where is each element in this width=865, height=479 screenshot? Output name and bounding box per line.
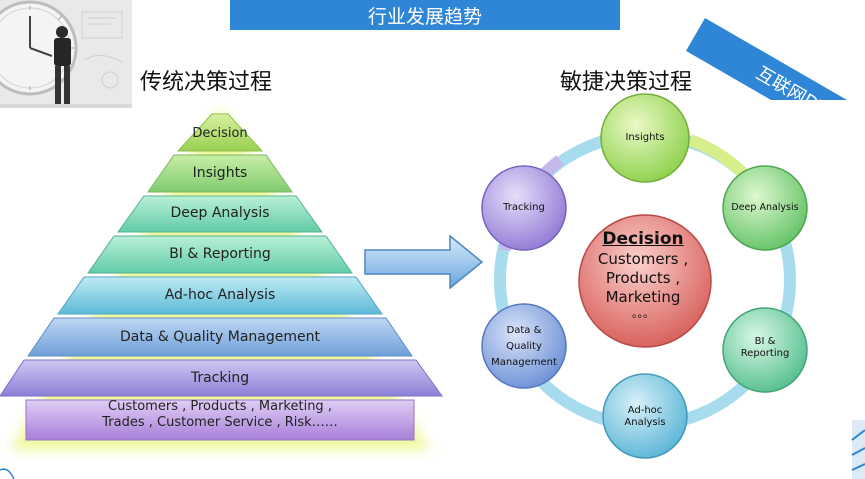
node-deep-analysis: [722, 165, 808, 251]
node-bi-reporting: [722, 307, 808, 393]
corner-decoration-left: [0, 468, 15, 479]
pyramid-tier-base: [25, 399, 415, 441]
page-title: 行业发展趋势: [367, 5, 482, 28]
clock-man-illustration: [0, 0, 132, 108]
node-label-dq-line2: Quality: [506, 341, 542, 352]
agile-process-heading: 敏捷决策过程: [560, 70, 693, 95]
node-data-quality: [481, 303, 567, 389]
traditional-process-heading: 传统决策过程: [140, 70, 273, 95]
pyramid-label-bi-reporting: BI & Reporting: [169, 246, 271, 262]
decision-line-customers: Customers ,: [597, 250, 689, 268]
pyramid-label-base-line1: Customers , Products , Marketing ,: [108, 399, 332, 414]
decision-center-node: [578, 214, 712, 348]
pyramid-label-insights: Insights: [192, 165, 248, 181]
pyramid-tier-decision: [176, 113, 264, 152]
decision-title: Decision: [602, 229, 684, 249]
node-label-dq-line1: Data &: [506, 325, 542, 336]
node-adhoc-analysis: [602, 373, 688, 459]
pyramid-tier-data-quality: [27, 317, 413, 357]
pyramid-tier-bi-reporting: [87, 235, 353, 274]
pyramid-tier-adhoc: [57, 276, 383, 315]
node-label-adhoc-line1: Ad-hoc: [627, 405, 663, 416]
node-label-bi-line1: BI &: [754, 336, 776, 347]
decision-center-label: Decision Customers , Products , Marketin…: [578, 228, 708, 321]
decision-line-products: Products ,: [605, 269, 681, 287]
decision-line-marketing: Marketing: [605, 288, 681, 306]
pyramid-label-adhoc: Ad-hoc Analysis: [164, 287, 276, 303]
pyramid-label-decision: Decision: [192, 126, 248, 141]
pyramid-tier-insights: [147, 154, 293, 193]
node-label-insights: Insights: [625, 132, 665, 143]
node-label-bi-line2: Reporting: [740, 348, 790, 359]
pyramid-tier-deep-analysis: [117, 195, 323, 233]
pyramid-label-base-line2: Trades , Customer Service , Risk……: [102, 415, 338, 430]
node-insights: [600, 93, 690, 183]
clock-man-image: [0, 0, 132, 108]
node-label-tracking: Tracking: [503, 202, 545, 213]
pyramid-label-tracking: Tracking: [190, 370, 250, 386]
pyramid-tier-tracking: [0, 359, 443, 397]
pyramid-label-deep-analysis: Deep Analysis: [170, 205, 270, 221]
transition-arrow-icon: [364, 234, 484, 290]
corner-decoration: [851, 420, 865, 479]
node-label-adhoc-line2: Analysis: [624, 417, 666, 428]
pyramid-label-data-quality: Data & Quality Management: [120, 329, 320, 345]
node-label-deep-analysis: Deep Analysis: [731, 202, 799, 213]
node-tracking: [481, 165, 567, 251]
page-title-banner: 行业发展趋势: [230, 0, 620, 30]
node-label-dq-line3: Management: [491, 357, 557, 368]
decision-line-dots: 。。。: [632, 307, 654, 320]
